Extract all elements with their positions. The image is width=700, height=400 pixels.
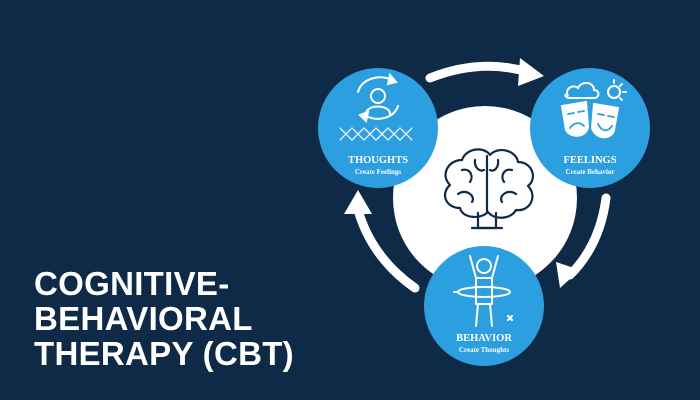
behavior-node: BEHAVIOR Create Thoughts — [424, 246, 544, 366]
thoughts-title: THOUGHTS — [348, 155, 408, 166]
thoughts-node: THOUGHTS Create Feelings — [318, 68, 438, 188]
arrowhead-2 — [556, 262, 580, 288]
thoughts-subtitle: Create Feelings — [355, 168, 402, 176]
page-title: COGNITIVE- BEHAVIORAL THERAPY (CBT) — [34, 266, 294, 371]
mask-faces — [567, 110, 615, 132]
person-arms-raised-icon — [453, 255, 513, 327]
title-line-1: COGNITIVE- — [34, 265, 230, 302]
behavior-title: BEHAVIOR — [456, 333, 512, 344]
title-line-3: THERAPY (CBT) — [34, 335, 294, 372]
feelings-node: FEELINGS Create Behavior — [530, 68, 650, 188]
feelings-subtitle: Create Behavior — [565, 168, 614, 176]
arrow-behavior-to-thoughts — [353, 205, 420, 293]
feelings-title: FEELINGS — [563, 155, 616, 166]
behavior-subtitle: Create Thoughts — [459, 346, 509, 354]
center-circle — [393, 106, 577, 290]
arrowhead-3 — [344, 190, 372, 214]
brain-icon — [443, 148, 535, 230]
arrowhead-1 — [518, 58, 544, 86]
title-line-2: BEHAVIORAL — [34, 300, 253, 337]
arrow-thoughts-to-feelings — [425, 61, 533, 83]
theater-masks-with-cloud-and-sun-icon — [560, 79, 627, 139]
person-with-cycle-arrows-icon — [339, 72, 413, 141]
